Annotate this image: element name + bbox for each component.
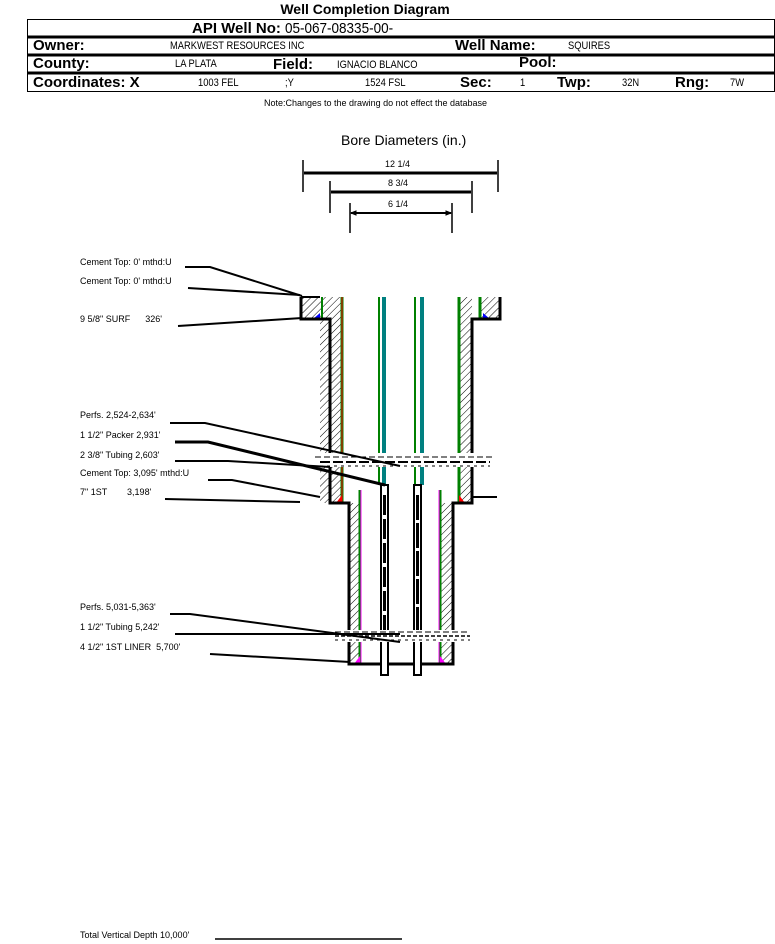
sec-value: 1: [520, 77, 526, 89]
sec-label: Sec:: [460, 74, 492, 91]
depth-label: 1 1/2" Tubing 5,242': [80, 622, 160, 632]
owner-value: MARKWEST RESOURCES INC: [170, 40, 305, 52]
depth-label: Cement Top: 0' mthd:U: [80, 276, 172, 286]
bore-diameter-label: 8 3/4: [388, 178, 409, 188]
api-label: API Well No:: [192, 20, 281, 37]
leader-lines: [164, 266, 402, 940]
database-note: Note:Changes to the drawing do not effec…: [264, 98, 487, 108]
total-depth-label: Total Vertical Depth 10,000': [80, 930, 190, 940]
depth-label: Cement Top: 0' mthd:U: [80, 257, 172, 267]
field-label: Field:: [273, 56, 313, 73]
coordinates-label: Coordinates: X: [33, 74, 140, 91]
depth-label: Cement Top: 3,095' mthd:U: [80, 468, 190, 478]
coord-y-value: 1524 FSL: [365, 77, 406, 89]
depth-label: 9 5/8" SURF 326': [80, 314, 162, 324]
rng-label: Rng:: [675, 74, 710, 91]
county-value: LA PLATA: [175, 58, 217, 70]
bore-diameter-label: 6 1/4: [388, 199, 409, 209]
depth-label: 7" 1ST 3,198': [80, 487, 152, 497]
api-well-no: API Well No: 05-067-08335-00-: [192, 20, 405, 38]
bore-diameters-title: Bore Diameters (in.): [341, 132, 467, 148]
depth-label: 2 3/8" Tubing 2,603': [80, 450, 160, 460]
bore-diameter-label: 12 1/4: [385, 159, 411, 169]
depth-label: Perfs. 5,031-5,363': [80, 602, 156, 612]
well-name-value: SQUIRES: [568, 40, 611, 52]
depth-label: 1 1/2" Packer 2,931': [80, 430, 161, 440]
wellbore: [299, 296, 502, 676]
bore-dimensions: [302, 160, 499, 233]
twp-label: Twp:: [557, 74, 591, 91]
coord-x-value: 1003 FEL: [198, 77, 239, 89]
rng-value: 7W: [730, 77, 745, 89]
pool-label: Pool:: [519, 54, 557, 71]
depth-label: 4 1/2" 1ST LINER 5,700': [80, 642, 181, 652]
coord-y-label: ;Y: [285, 77, 294, 89]
well-name-label: Well Name:: [455, 37, 536, 54]
field-value: IGNACIO BLANCO: [337, 59, 418, 71]
api-value: 05-067-08335-00-: [285, 20, 394, 37]
twp-value: 32N: [622, 77, 640, 89]
page-title: Well Completion Diagram: [280, 1, 450, 17]
owner-label: Owner:: [33, 37, 85, 54]
county-label: County:: [33, 55, 90, 72]
depth-label: Perfs. 2,524-2,634': [80, 410, 156, 420]
